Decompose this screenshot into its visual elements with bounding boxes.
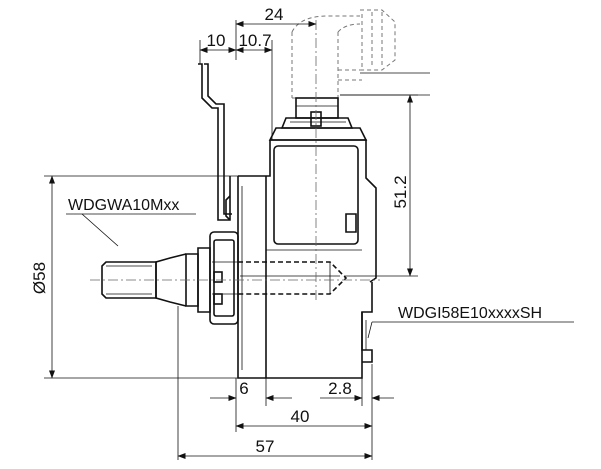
dim-10-label: 10 xyxy=(207,31,226,50)
leader-top-part: WDGWA10Mxx xyxy=(66,197,196,247)
top-part-label: WDGWA10Mxx xyxy=(68,197,179,214)
connector-plug xyxy=(268,97,368,141)
dim-6-label: 6 xyxy=(239,379,248,398)
dim-57-label: 57 xyxy=(256,437,275,456)
shaft-coupling xyxy=(185,231,239,325)
dimension-2-8: 2.8 xyxy=(320,364,394,406)
bottom-part-label: WDGI58E10xxxxSH xyxy=(398,305,542,322)
leader-bottom-part: WDGI58E10xxxxSH xyxy=(367,305,574,339)
angled-connector-phantom xyxy=(291,9,430,99)
dimension-51-2: 51.2 xyxy=(340,94,418,277)
dim-58-label: Ø58 xyxy=(30,262,49,294)
mounting-bracket xyxy=(198,63,232,221)
dimension-40: 40 xyxy=(235,406,373,432)
dim-10-7-label: 10.7 xyxy=(238,31,271,50)
dim-24-label: 24 xyxy=(265,5,284,24)
encoder-housing xyxy=(237,139,377,379)
dimension-diameter-58: Ø58 xyxy=(30,175,238,379)
dim-51-2-label: 51.2 xyxy=(391,175,410,208)
dimension-10-7: 10.7 xyxy=(235,31,273,140)
shaft xyxy=(90,253,380,307)
dim-2-8-label: 2.8 xyxy=(328,379,352,398)
dimension-6: 6 xyxy=(210,378,292,406)
dimension-24: 24 xyxy=(235,5,317,60)
dimension-57: 57 xyxy=(177,306,373,460)
dimension-10: 10 xyxy=(199,31,237,64)
dim-40-label: 40 xyxy=(291,407,310,426)
